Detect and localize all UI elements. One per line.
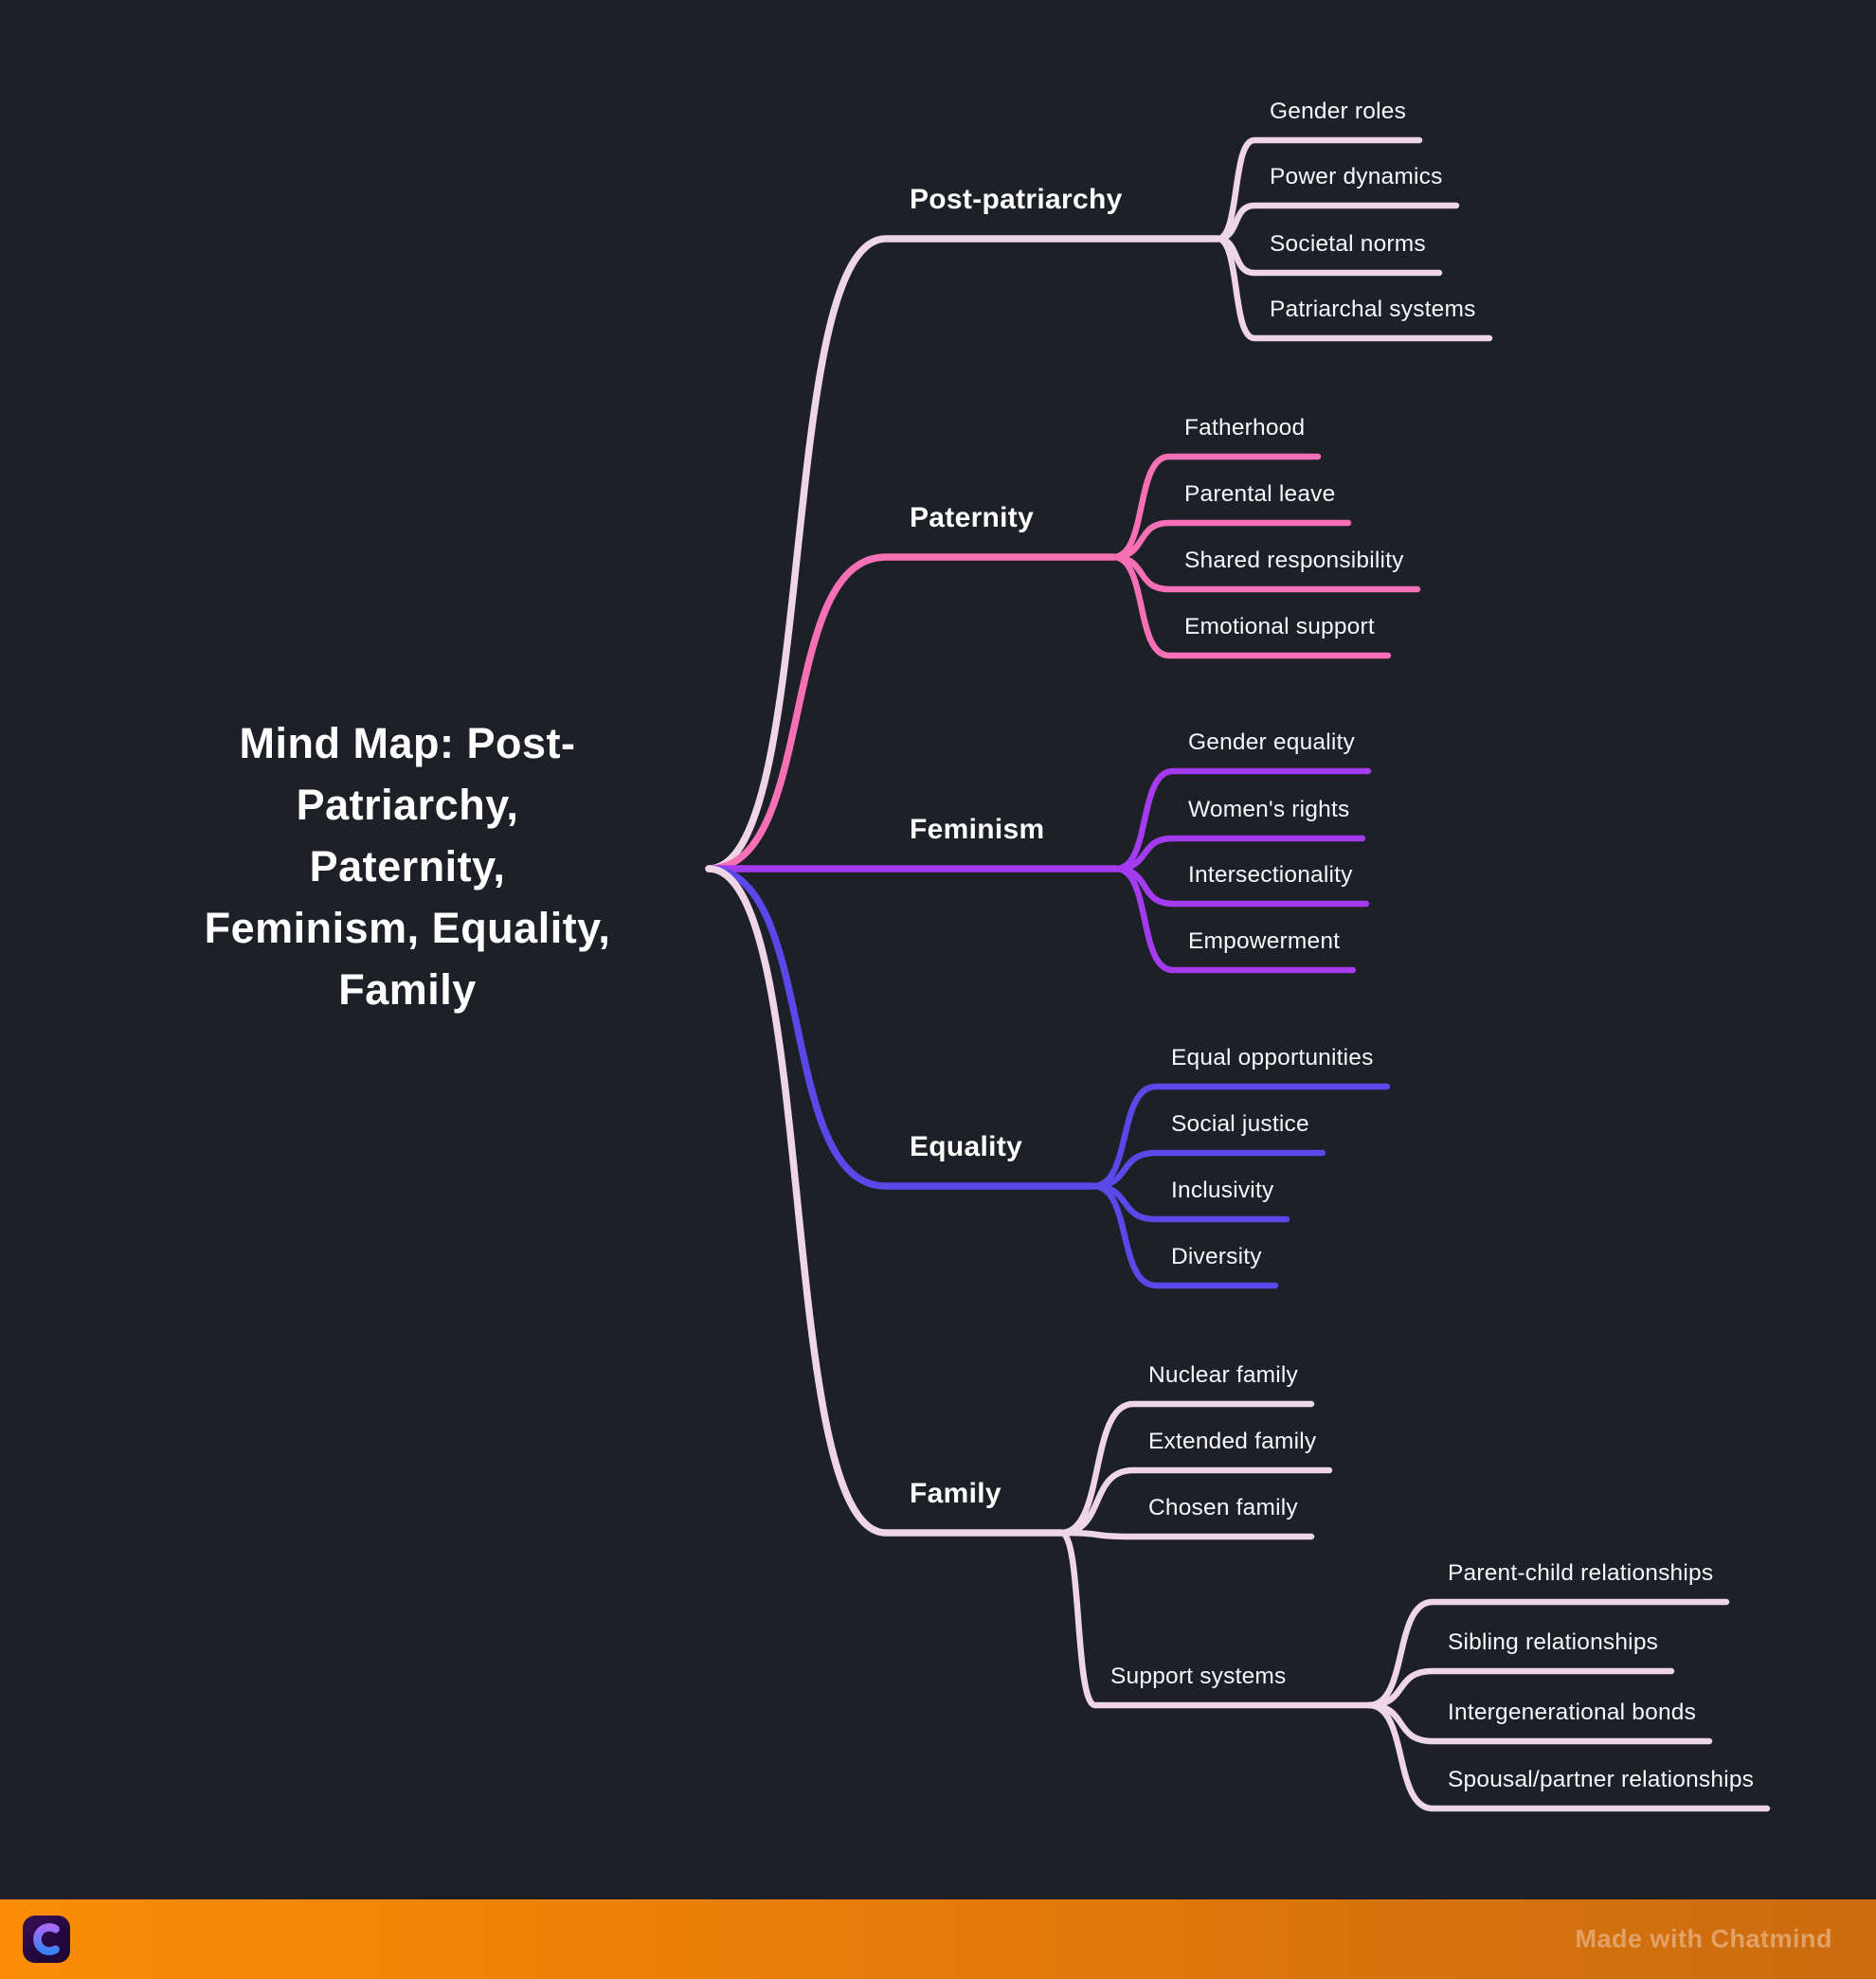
branch-line-paternity — [705, 553, 1117, 873]
footer-bar: Made with Chatmind — [0, 1899, 1876, 1979]
node-label-power-dynamics[interactable]: Power dynamics — [1270, 164, 1443, 189]
node-label-equal-opportunities[interactable]: Equal opportunities — [1171, 1045, 1374, 1070]
child-line-parent-child-relationships — [1365, 1598, 1730, 1709]
child-line-equal-opportunities — [1090, 1083, 1391, 1190]
node-label-diversity[interactable]: Diversity — [1171, 1244, 1262, 1269]
branch-line-equality — [705, 865, 1097, 1190]
child-line-support-systems — [1057, 1529, 1373, 1709]
title-line: Family — [338, 965, 477, 1014]
node-label-patriarchal-systems[interactable]: Patriarchal systems — [1270, 297, 1476, 322]
title-line: Paternity, — [309, 842, 506, 891]
node-label-shared-responsibility[interactable]: Shared responsibility — [1184, 548, 1404, 573]
child-line-emotional-support — [1109, 553, 1392, 659]
child-line-fatherhood — [1109, 453, 1322, 561]
child-line-diversity — [1090, 1182, 1279, 1289]
node-label-chosen-family[interactable]: Chosen family — [1148, 1495, 1298, 1520]
node-label-extended-family[interactable]: Extended family — [1148, 1429, 1317, 1454]
chatmind-logo[interactable] — [23, 1916, 70, 1963]
node-label-nuclear-family[interactable]: Nuclear family — [1148, 1362, 1299, 1388]
node-label-inclusivity[interactable]: Inclusivity — [1171, 1178, 1274, 1203]
child-line-gender-equality — [1112, 767, 1372, 873]
branch-line-family — [705, 865, 1065, 1537]
branch-line-post-patriarchy — [705, 235, 1221, 873]
mindmap-title[interactable]: Mind Map: Post- Patriarchy, Paternity, F… — [123, 712, 692, 1020]
node-label-spousal-partner-relationships[interactable]: Spousal/partner relationships — [1448, 1767, 1755, 1792]
node-label-intergenerational-bonds[interactable]: Intergenerational bonds — [1448, 1700, 1697, 1725]
child-line-empowerment — [1112, 865, 1357, 974]
title-line: Feminism, Equality, — [204, 904, 611, 952]
node-label-societal-norms[interactable]: Societal norms — [1270, 231, 1426, 257]
node-label-women-s-rights[interactable]: Women's rights — [1188, 797, 1350, 822]
node-label-paternity[interactable]: Paternity — [910, 502, 1035, 533]
node-label-social-justice[interactable]: Social justice — [1171, 1111, 1309, 1137]
node-label-emotional-support[interactable]: Emotional support — [1184, 614, 1375, 639]
title-line: Patriarchy, — [296, 781, 519, 829]
node-label-feminism[interactable]: Feminism — [910, 814, 1045, 845]
node-label-fatherhood[interactable]: Fatherhood — [1184, 415, 1306, 441]
node-label-family[interactable]: Family — [910, 1478, 1001, 1509]
node-label-gender-equality[interactable]: Gender equality — [1188, 729, 1355, 755]
node-label-sibling-relationships[interactable]: Sibling relationships — [1448, 1629, 1659, 1655]
title-line: Mind Map: Post- — [239, 719, 576, 767]
child-line-extended-family — [1057, 1466, 1333, 1537]
node-label-post-patriarchy[interactable]: Post-patriarchy — [910, 184, 1123, 215]
node-label-support-systems[interactable]: Support systems — [1110, 1664, 1287, 1689]
node-label-parental-leave[interactable]: Parental leave — [1184, 481, 1336, 507]
child-line-chosen-family — [1057, 1529, 1315, 1540]
node-label-equality[interactable]: Equality — [910, 1131, 1023, 1162]
footer-watermark: Made with Chatmind — [1575, 1924, 1832, 1953]
node-label-parent-child-relationships[interactable]: Parent-child relationships — [1448, 1560, 1714, 1586]
node-label-gender-roles[interactable]: Gender roles — [1270, 99, 1407, 124]
chatmind-logo-glyph — [33, 1923, 60, 1955]
node-label-intersectionality[interactable]: Intersectionality — [1188, 862, 1353, 888]
child-line-patriarchal-systems — [1214, 235, 1493, 342]
child-line-spousal-partner-relationships — [1365, 1701, 1771, 1812]
node-label-empowerment[interactable]: Empowerment — [1188, 928, 1341, 954]
